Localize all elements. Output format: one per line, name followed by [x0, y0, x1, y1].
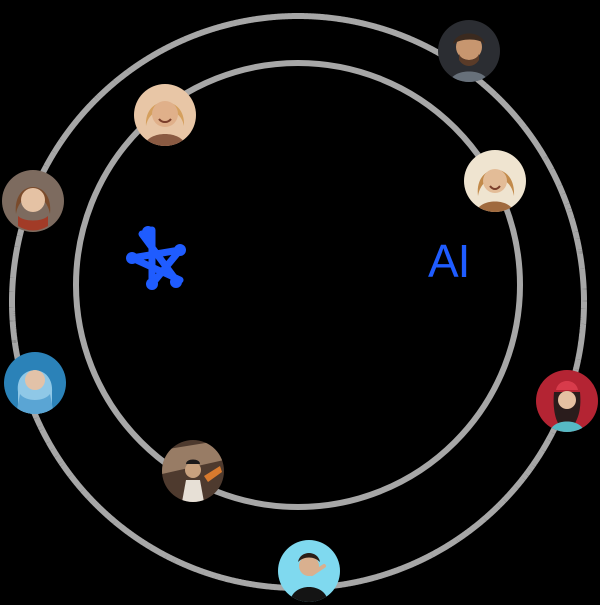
inner-orbit-ring	[73, 60, 523, 510]
girl-red-scarf-icon	[2, 170, 64, 232]
woman-smiling-icon	[134, 84, 196, 146]
ai-label: AI	[428, 235, 470, 287]
avatar-girl-red-scarf	[2, 170, 64, 232]
woman-red-beanie-icon	[536, 370, 598, 432]
avatar-woman-red-beanie	[536, 370, 598, 432]
avatar-person-figures	[162, 440, 224, 502]
avatar-woman-laughing	[464, 150, 526, 212]
avatar-woman-blue-hood	[4, 352, 66, 414]
avatar-man-beard	[438, 20, 500, 82]
outer-orbit-ring	[9, 13, 587, 591]
man-beard-icon	[438, 20, 500, 82]
woman-blue-hood-icon	[4, 352, 66, 414]
man-cyan-bg-icon	[278, 540, 340, 602]
woman-laughing-icon	[464, 150, 526, 212]
person-figures-icon	[162, 440, 224, 502]
avatar-man-cyan-bg	[278, 540, 340, 602]
network-star-icon	[126, 226, 186, 290]
avatar-woman-smiling	[134, 84, 196, 146]
